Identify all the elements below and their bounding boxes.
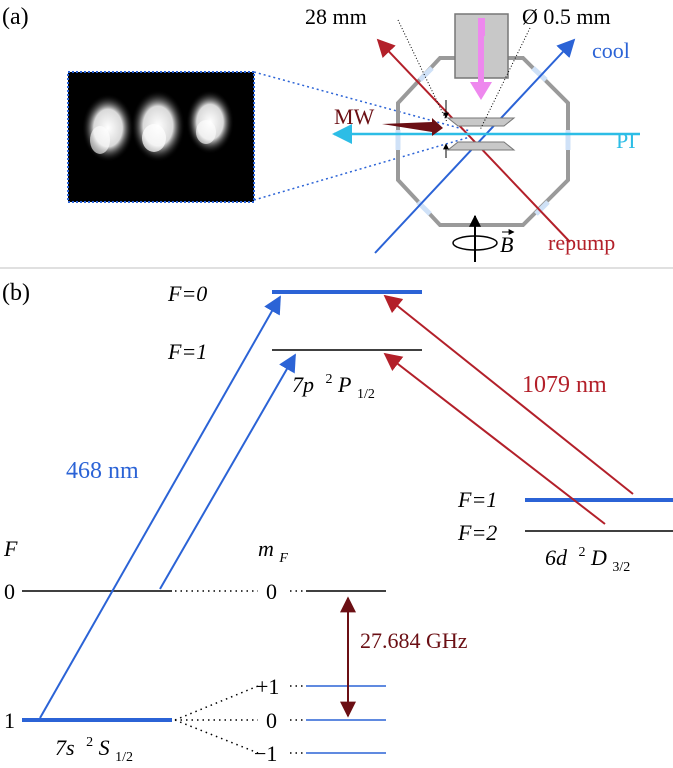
label-6d-F1: F=1 bbox=[457, 487, 497, 512]
mF-label-0-upper: 0 bbox=[266, 579, 277, 604]
laser-1079-arrow-F2 bbox=[383, 352, 606, 525]
label-7s-F1: 1 bbox=[4, 708, 15, 733]
electrode-bottom bbox=[446, 141, 516, 151]
laser-1079-arrow-F1 bbox=[383, 294, 634, 495]
label-7p-F0: F=0 bbox=[167, 281, 207, 306]
panel-b-label: (b) bbox=[2, 280, 30, 306]
zeeman-connectors bbox=[174, 590, 306, 754]
splitting-label: 27.684 GHz bbox=[360, 628, 468, 653]
cool-label: cool bbox=[592, 38, 630, 63]
electrode-top bbox=[446, 117, 516, 127]
state-6d-label: 6d 2 D 3/2 bbox=[545, 536, 630, 575]
label-7s-F0: 0 bbox=[4, 579, 15, 604]
zoom-line-bottom bbox=[253, 136, 471, 201]
state-7s-label: 7s 2 S 1/2 bbox=[55, 726, 133, 765]
laser-468-arrow-F0 bbox=[159, 353, 296, 590]
dim-28mm-leader bbox=[397, 19, 448, 123]
label-7p-F1: F=1 bbox=[167, 339, 207, 364]
dim-length-text: 28 mm bbox=[305, 4, 367, 29]
panel-a: (a) bbox=[2, 4, 640, 262]
mw-arrow bbox=[382, 118, 443, 136]
mF-label-minus1: −1 bbox=[254, 741, 277, 766]
dim-diameter-text: Ø 0.5 mm bbox=[522, 4, 611, 29]
laser-1079-label: 1079 nm bbox=[522, 372, 607, 398]
repump-label: repump bbox=[548, 230, 615, 255]
laser-468-label: 468 nm bbox=[66, 458, 139, 484]
dim-diameter-leader bbox=[479, 27, 531, 131]
panel-b: (b) F=0 F=1 7p 2 P 1/2 F=1 F=2 6d 2 D 3/… bbox=[2, 280, 673, 766]
field-label: B bbox=[500, 232, 513, 257]
mF-label-0: 0 bbox=[266, 708, 277, 733]
panel-a-label: (a) bbox=[2, 4, 29, 30]
label-6d-F2: F=2 bbox=[457, 520, 497, 545]
F-column-header: F bbox=[3, 536, 18, 561]
ion-fluorescence-image bbox=[67, 71, 255, 203]
magnetic-field-indicator: B bbox=[452, 214, 515, 262]
pi-label: PI bbox=[616, 128, 636, 153]
laser-468-arrow-F1 bbox=[39, 295, 281, 719]
repump-beam bbox=[376, 38, 571, 243]
state-7p-label: 7p 2 P 1/2 bbox=[292, 363, 375, 402]
mF-column-header: m F bbox=[258, 536, 288, 566]
atom-oven bbox=[454, 13, 509, 100]
mw-label: MW bbox=[334, 104, 375, 129]
mF-label-plus1: +1 bbox=[256, 674, 279, 699]
